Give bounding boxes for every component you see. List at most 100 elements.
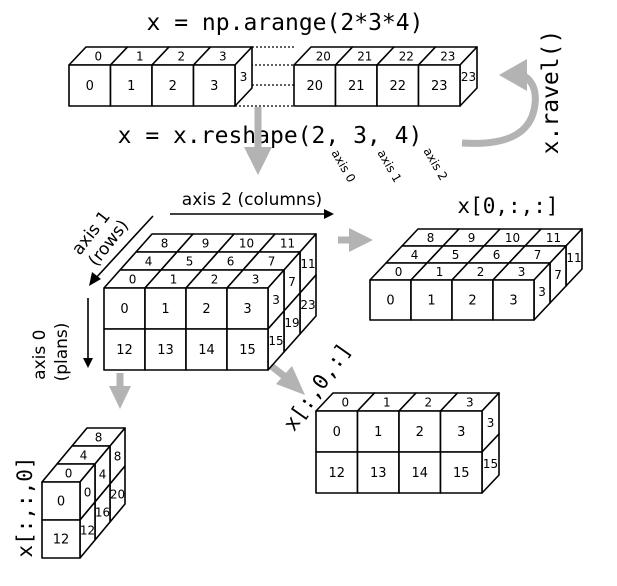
row-front-label: 15: [453, 466, 470, 481]
plane-top-label: 11: [546, 231, 561, 245]
plane-top-label: 5: [452, 248, 460, 262]
flat-left-front-label: 0: [86, 79, 94, 94]
col-side-label: 16: [95, 506, 110, 520]
col-side-label: 4: [99, 468, 107, 482]
axis0-arrow: [83, 298, 93, 368]
axis1-diagonal-label: axis 1: [375, 147, 405, 185]
row-top-label: 2: [424, 396, 432, 410]
flat-left-front-label: 1: [127, 79, 135, 94]
flat-left-top-label: 2: [177, 50, 185, 64]
plane-front-label: 1: [427, 294, 435, 309]
plane-side-label: 7: [554, 268, 562, 282]
row-side-label: 3: [487, 416, 495, 430]
cube-front-label: 12: [116, 343, 133, 358]
cube-front-label: 0: [120, 302, 128, 317]
plane-top-label: 3: [518, 265, 526, 279]
cube-top-label: 0: [129, 273, 137, 287]
cube-front-cell: [226, 328, 269, 371]
flat-right-front-label: 21: [348, 79, 365, 94]
plane-top-label: 9: [468, 231, 476, 245]
ravel-code: x.ravel(): [538, 30, 564, 155]
col-top-label: 8: [95, 431, 103, 445]
row-front-label: 13: [370, 466, 387, 481]
axis2-diagonal-label: axis 2: [421, 145, 451, 183]
plane-side-label: 3: [538, 285, 546, 299]
col-top-label: 0: [65, 467, 73, 481]
cube-top-label: 10: [239, 237, 254, 251]
reshape-arrow: [244, 107, 272, 175]
cube-top-label: 1: [170, 273, 178, 287]
row-top-label: 1: [383, 396, 391, 410]
axis2-arrow: [170, 209, 334, 219]
first-column-slice-label: x[:,:,0]: [13, 456, 37, 557]
axis2-columns-label: axis 2 (columns): [182, 190, 322, 210]
flat-left-front-cell: [192, 64, 236, 107]
cube-front-label: 15: [239, 343, 256, 358]
flat-right-front-label: 20: [307, 79, 324, 94]
arange-code: x = np.arange(2*3*4): [147, 10, 424, 36]
cube-side-label: 3: [272, 293, 280, 307]
col-side-label: 0: [84, 486, 92, 500]
flat-right-top-label: 20: [316, 50, 331, 64]
cube-side-label: 23: [300, 298, 315, 312]
slice-plane-arrow: [338, 228, 373, 252]
cube-side-label: 11: [300, 257, 315, 271]
ravel-arrow: [461, 59, 539, 147]
flat-right-top-label: 21: [357, 50, 372, 64]
axis0-plans-line1: axis 0: [30, 330, 50, 380]
flat-right-top-label: 23: [440, 50, 455, 64]
axis0-plans-line2: (plans): [52, 323, 72, 382]
col-front-label: 12: [53, 533, 70, 548]
cube-top-label: 6: [227, 255, 235, 269]
cube-top-label: 2: [211, 273, 219, 287]
row-front-cell: [439, 451, 483, 494]
flat-right-side-label: 23: [461, 70, 476, 84]
plane-top-label: 8: [427, 231, 435, 245]
plane-front-label: 2: [468, 294, 476, 309]
plane-top-label: 6: [493, 248, 501, 262]
axis0-plans-label: axis 0 (plans): [30, 323, 72, 382]
col-side-label: 8: [114, 450, 122, 464]
plane-top-label: 7: [534, 248, 542, 262]
col-top-label: 4: [80, 449, 88, 463]
flat-left-top-label: 0: [94, 50, 102, 64]
plane-top-label: 4: [411, 248, 419, 262]
cube-side-label: 19: [284, 316, 299, 330]
col-side-label: 20: [110, 488, 125, 502]
row-front-label: 14: [412, 466, 429, 481]
cube-top-label: 9: [202, 237, 210, 251]
row-front-label: 1: [374, 425, 382, 440]
row-front-label: 3: [457, 425, 465, 440]
cube-side-label: 15: [268, 334, 283, 348]
plane-front-label: 3: [509, 294, 517, 309]
col-front-cell: [41, 519, 81, 559]
col-side-label: 12: [80, 524, 95, 538]
col-front-label: 0: [57, 495, 65, 510]
row-front-label: 12: [329, 466, 346, 481]
flat-right-front-label: 23: [431, 79, 448, 94]
row-front-label: 2: [416, 425, 424, 440]
plane-front-cell: [492, 279, 535, 321]
plane-top-label: 0: [395, 265, 403, 279]
plane-top-label: 2: [477, 265, 485, 279]
row-front-label: 0: [333, 425, 341, 440]
axis1-rows-label: axis 1 (rows): [68, 203, 134, 272]
slice-column-arrow: [109, 373, 131, 409]
plane-top-label: 10: [505, 231, 520, 245]
plane-top-label: 1: [436, 265, 444, 279]
cube-side-label: 7: [288, 275, 296, 289]
flat-left-side-label: 3: [240, 70, 248, 84]
plane-front-label: 0: [386, 294, 394, 309]
reshape-code: x = x.reshape(2, 3, 4): [118, 123, 423, 149]
flat-left-top-label: 3: [219, 50, 227, 64]
cube-front-label: 14: [198, 343, 215, 358]
cube-front-label: 1: [161, 302, 169, 317]
flat-right-top-label: 22: [399, 50, 414, 64]
flat-left-front-label: 3: [210, 79, 218, 94]
flat-right-front-label: 22: [390, 79, 407, 94]
